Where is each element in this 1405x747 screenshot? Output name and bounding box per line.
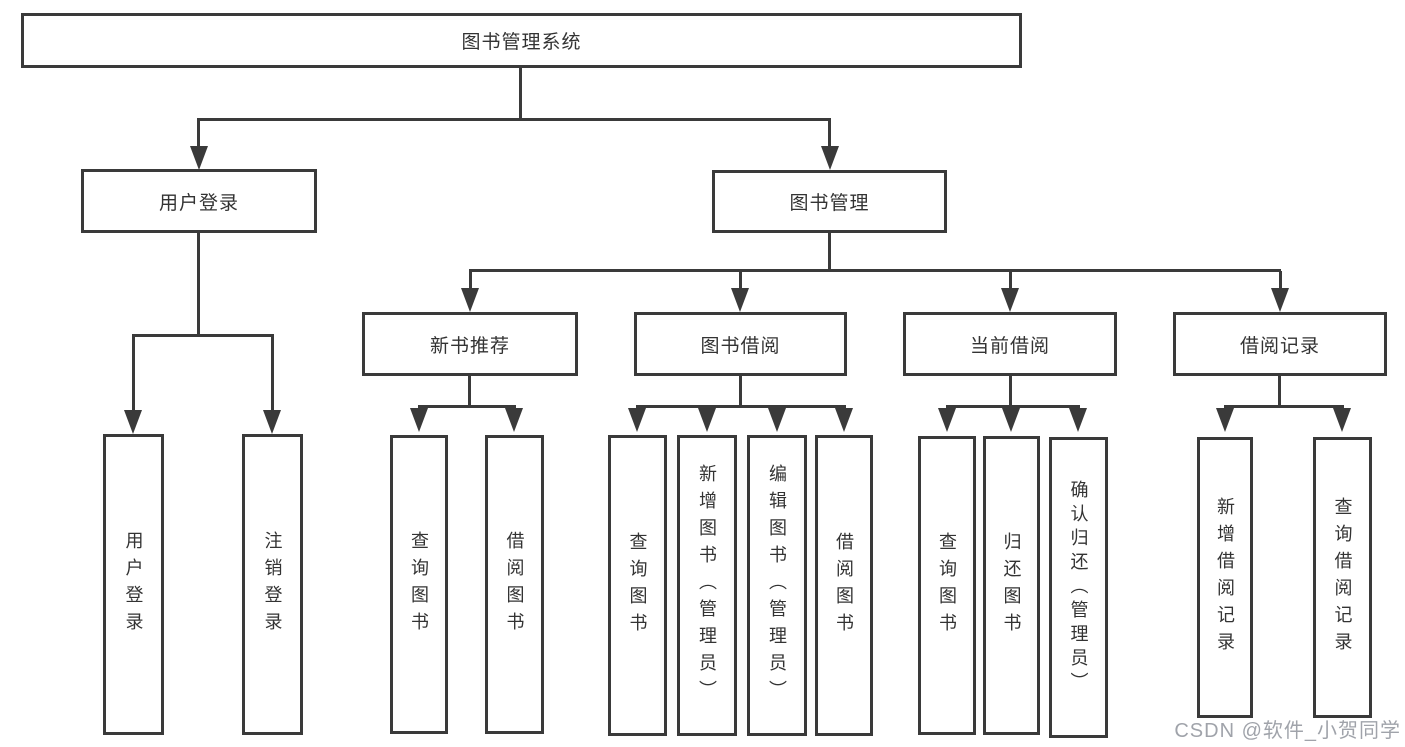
arrowhead-down-icon: [1001, 288, 1019, 312]
connector-line: [418, 405, 516, 408]
arrowhead-down-icon: [731, 288, 749, 312]
arrowhead-down-icon: [461, 288, 479, 312]
leaf-label: 编辑图书（管理员）: [767, 464, 787, 707]
connector-line: [271, 336, 274, 412]
arrowhead-down-icon: [190, 146, 208, 170]
connector-line: [519, 68, 522, 120]
leaf-label: 新增图书（管理员）: [697, 464, 717, 707]
leaf-borrow-books-1: 借阅图书: [485, 435, 544, 734]
node-label: 借阅记录: [1239, 335, 1320, 357]
leaf-label: 新增借阅记录: [1215, 496, 1235, 659]
connector-line: [1009, 271, 1012, 290]
leaf-label: 确认归还（管理员）: [1068, 479, 1089, 696]
arrowhead-down-icon: [505, 408, 523, 432]
leaf-label: 借阅图书: [504, 530, 525, 639]
arrowhead-down-icon: [410, 408, 428, 432]
node-label: 图书管理: [789, 193, 870, 214]
connector-line: [197, 118, 831, 121]
connector-line: [197, 120, 200, 147]
leaf-label: 查询图书: [409, 530, 429, 639]
node-label: 图书管理系统: [461, 32, 582, 53]
leaf-label: 用户登录: [123, 530, 144, 639]
arrowhead-down-icon: [628, 408, 646, 432]
arrowhead-down-icon: [768, 408, 786, 432]
arrowhead-down-icon: [821, 146, 839, 170]
arrowhead-down-icon: [698, 408, 716, 432]
leaf-query-books-1: 查询图书: [390, 435, 448, 734]
arrowhead-down-icon: [1333, 408, 1351, 432]
arrowhead-down-icon: [835, 408, 853, 432]
node-current-borrowing: 当前借阅: [903, 312, 1117, 376]
arrowhead-down-icon: [1271, 288, 1289, 312]
leaf-label: 归还图书: [1001, 531, 1022, 640]
connector-line: [468, 376, 471, 407]
leaf-label: 借阅图书: [834, 531, 854, 640]
arrowhead-down-icon: [938, 408, 956, 432]
node-label: 当前借阅: [969, 335, 1050, 357]
arrowhead-down-icon: [1216, 408, 1234, 432]
leaf-label: 注销登录: [262, 530, 283, 639]
leaf-add-books-admin: 新增图书（管理员）: [677, 435, 737, 736]
node-book-management: 图书管理: [712, 170, 947, 233]
connector-line: [946, 405, 1080, 408]
connector-line: [1224, 405, 1344, 408]
connector-line: [197, 233, 200, 337]
node-borrowing-records: 借阅记录: [1173, 312, 1387, 376]
leaf-query-books-3: 查询图书: [918, 436, 976, 735]
connector-line: [1009, 376, 1012, 407]
connector-line: [1279, 271, 1282, 290]
connector-line: [828, 120, 831, 147]
node-new-book-recommend: 新书推荐: [362, 312, 578, 376]
node-book-borrowing: 图书借阅: [634, 312, 847, 376]
node-library-management-system: 图书管理系统: [21, 13, 1022, 68]
leaf-label: 查询图书: [627, 531, 648, 640]
leaf-user-login: 用户登录: [103, 434, 164, 735]
connector-line: [636, 405, 846, 408]
node-label: 图书借阅: [700, 335, 781, 357]
connector-line: [132, 336, 135, 412]
arrowhead-down-icon: [124, 410, 142, 434]
leaf-label: 查询借阅记录: [1332, 496, 1353, 659]
leaf-confirm-return-admin: 确认归还（管理员）: [1049, 437, 1108, 738]
leaf-logout: 注销登录: [242, 434, 303, 735]
connector-line: [739, 376, 742, 407]
connector-line: [469, 269, 1281, 272]
leaf-query-books-2: 查询图书: [608, 435, 667, 736]
node-user-login: 用户登录: [81, 169, 317, 233]
arrowhead-down-icon: [1069, 408, 1087, 432]
leaf-borrow-books-2: 借阅图书: [815, 435, 873, 736]
node-label: 新书推荐: [429, 335, 510, 357]
connector-line: [1278, 376, 1281, 407]
leaf-add-borrow-record: 新增借阅记录: [1197, 437, 1253, 718]
leaf-return-books: 归还图书: [983, 436, 1040, 735]
connector-line: [132, 334, 274, 337]
leaf-edit-books-admin: 编辑图书（管理员）: [747, 435, 807, 736]
node-label: 用户登录: [158, 192, 239, 214]
leaf-label: 查询图书: [937, 531, 957, 640]
arrowhead-down-icon: [263, 410, 281, 434]
csdn-watermark: CSDN @软件_小贺同学: [1174, 720, 1401, 742]
connector-line: [828, 233, 831, 270]
leaf-query-borrow-record: 查询借阅记录: [1313, 437, 1372, 718]
connector-line: [739, 271, 742, 290]
arrowhead-down-icon: [1002, 408, 1020, 432]
connector-line: [469, 271, 472, 290]
